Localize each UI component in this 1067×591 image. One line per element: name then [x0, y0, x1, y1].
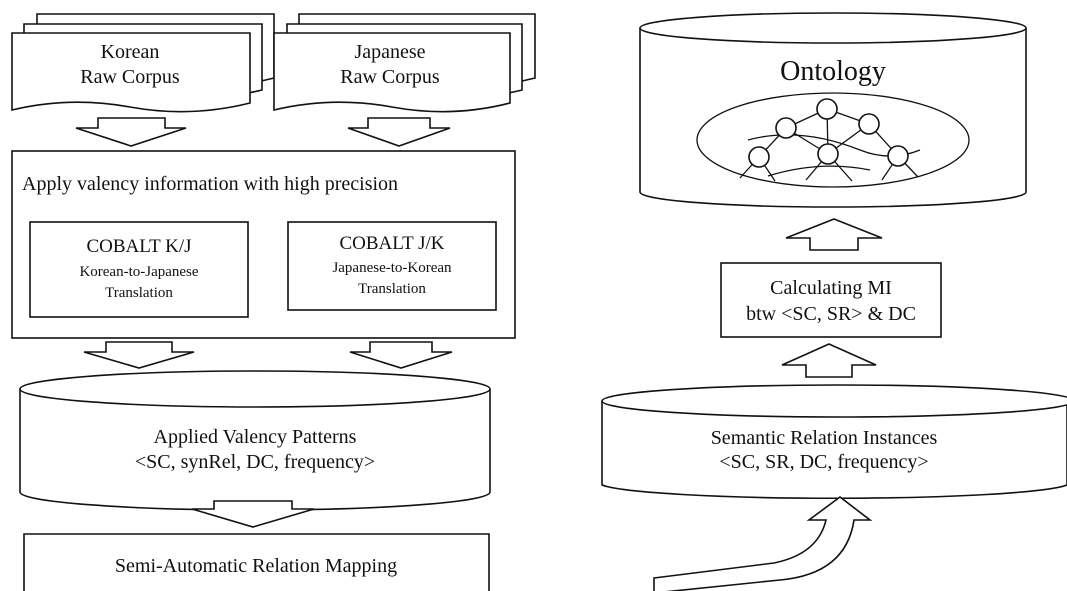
- arrow-korean-to-valency: [75, 117, 187, 147]
- arrow-instances-to-mi: [781, 343, 877, 378]
- semantic-instances-line1: Semantic Relation Instances: [711, 427, 938, 449]
- arrow-mi-to-ontology: [785, 218, 883, 251]
- applied-valency-patterns-db: Applied Valency Patterns <SC, synRel, DC…: [19, 370, 491, 511]
- arrow-valency-left-down: [83, 341, 195, 369]
- arrow-valency-right-down: [349, 341, 453, 369]
- cobalt-kj-box: COBALT K/J Korean-to-Japanese Translatio…: [29, 221, 249, 318]
- semantic-instances-line2: <SC, SR, DC, frequency>: [719, 451, 928, 473]
- applied-patterns-line1: Applied Valency Patterns: [154, 426, 357, 448]
- valency-box-title: Apply valency information with high prec…: [22, 173, 398, 195]
- semantic-relation-instances-db: Semantic Relation Instances <SC, SR, DC,…: [601, 384, 1067, 500]
- japanese-corpus-line1: Japanese: [354, 41, 425, 63]
- ontology-label: Ontology: [780, 56, 886, 87]
- arrow-japanese-to-valency: [347, 117, 451, 147]
- relation-mapping-label: Semi-Automatic Relation Mapping: [115, 555, 397, 577]
- cobalt-jk-line1: Japanese-to-Korean: [332, 260, 452, 276]
- korean-corpus-line1: Korean: [101, 41, 160, 63]
- cobalt-kj-line2: Translation: [105, 285, 173, 301]
- japanese-raw-corpus: Japanese Raw Corpus: [273, 13, 536, 113]
- valency-application-box: Apply valency information with high prec…: [11, 150, 516, 339]
- ontology-db: Ontology: [639, 12, 1027, 208]
- applied-patterns-line2: <SC, synRel, DC, frequency>: [135, 451, 375, 473]
- calculating-mi-line2: btw <SC, SR> & DC: [746, 303, 916, 325]
- cobalt-jk-box: COBALT J/K Japanese-to-Korean Translatio…: [287, 221, 497, 311]
- japanese-corpus-line2: Raw Corpus: [340, 66, 440, 88]
- korean-corpus-line2: Raw Corpus: [80, 66, 180, 88]
- ontology-graph-icon: [696, 92, 970, 188]
- cobalt-jk-line2: Translation: [358, 281, 426, 297]
- cobalt-kj-title: COBALT K/J: [86, 236, 191, 257]
- korean-raw-corpus: Korean Raw Corpus: [11, 13, 275, 113]
- cobalt-kj-line1: Korean-to-Japanese: [79, 264, 198, 280]
- calculating-mi-line1: Calculating MI: [770, 277, 892, 299]
- arrow-mapping-to-instances: [653, 495, 873, 591]
- cobalt-jk-title: COBALT J/K: [339, 233, 444, 254]
- relation-mapping-box: Semi-Automatic Relation Mapping: [23, 533, 490, 591]
- arrow-patterns-to-mapping: [191, 500, 315, 528]
- calculating-mi-box: Calculating MI btw <SC, SR> & DC: [720, 262, 942, 338]
